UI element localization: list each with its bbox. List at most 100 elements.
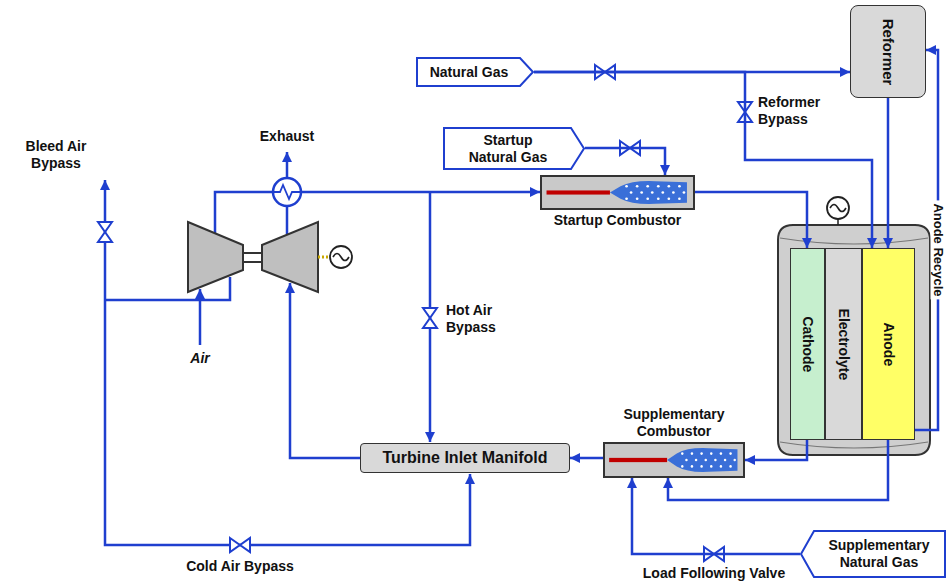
compressor-outlet-pipe — [215, 192, 273, 233]
igniter-bar — [547, 190, 610, 194]
flow-label: Air — [180, 350, 220, 367]
node-text: Electrolyte — [835, 308, 852, 380]
flow-connector — [570, 457, 603, 460]
flame-dot — [646, 185, 649, 187]
turbine-exhaust-pipe — [286, 206, 289, 234]
flame-dot — [657, 185, 660, 187]
flow-connector — [668, 440, 888, 500]
flame-dot — [667, 185, 670, 187]
turbine-symbol — [262, 222, 318, 292]
combustor-box: Startup Combustor — [540, 175, 695, 210]
cell-layer: Electrolyte — [825, 248, 862, 440]
flame-illustration — [542, 177, 693, 208]
text-block: Startup Combustor — [533, 212, 703, 229]
flame-dot — [729, 452, 731, 455]
flow-label: Exhaust — [247, 128, 327, 145]
fuel-cell-housing — [778, 225, 930, 455]
flame-dot — [729, 465, 731, 468]
valve-symbol — [98, 222, 112, 242]
shaft — [243, 261, 262, 263]
flame-dot — [636, 197, 639, 199]
flame-dot — [720, 452, 722, 455]
cell-layer: Cathode — [790, 248, 825, 440]
flame-dot — [700, 465, 702, 468]
flame-dot — [695, 459, 697, 462]
flame-dot — [681, 465, 683, 468]
compressor-symbol — [188, 222, 243, 292]
hot-air-pipe — [301, 191, 540, 194]
input-tag: Natural Gas — [416, 57, 534, 87]
flame-dot — [683, 191, 686, 193]
flame-dot — [672, 191, 675, 193]
heat-exchanger-symbol — [273, 178, 301, 206]
flow-connector — [745, 440, 807, 460]
flame-dot — [625, 197, 628, 199]
flame-dot — [733, 459, 735, 462]
flow-connector — [887, 98, 890, 248]
flame-dot — [710, 452, 712, 455]
flow-connector — [695, 192, 807, 248]
text-block: Anode — [880, 322, 897, 366]
flame-body — [667, 448, 737, 472]
flame-dot — [646, 197, 649, 199]
cold-air-bypass-pipe — [105, 300, 470, 545]
tag-shape — [417, 58, 533, 86]
flow-label: Load Following Valve — [629, 565, 799, 582]
node-text: Supplementary Combustor — [612, 406, 737, 440]
tag-shape — [444, 128, 584, 169]
node-text: Startup Natural Gas — [461, 132, 556, 166]
text-block: Reformer — [879, 18, 897, 85]
node-text: Cathode — [799, 316, 816, 372]
flame-dot — [678, 185, 681, 187]
flame-dot — [720, 465, 722, 468]
flame-dot — [681, 452, 683, 455]
flame-dot — [640, 191, 643, 193]
flame-body — [610, 181, 687, 204]
flame-dot — [691, 465, 693, 468]
flame-dot — [661, 191, 664, 193]
generator-symbol — [330, 246, 352, 268]
flow-connector — [632, 478, 800, 554]
text-block: Electrolyte — [835, 308, 852, 380]
node-text: Turbine Inlet Manifold — [382, 448, 547, 467]
input-tag: Supplementary Natural Gas — [800, 530, 946, 578]
node-text: Startup Combustor — [533, 212, 703, 229]
combustor-box: Supplementary Combustor — [603, 442, 745, 478]
flow-label: Cold Air Bypass — [170, 558, 310, 575]
heat-exchanger-zigzag — [274, 185, 300, 199]
text-block: Cathode — [799, 316, 816, 372]
flame-dot — [667, 197, 670, 199]
reformer-box: Reformer — [850, 5, 926, 98]
flame-dot — [630, 191, 633, 193]
exhaust-pipe — [286, 152, 289, 178]
text-block: Supplementary Combustor — [612, 406, 737, 440]
flame-dot — [724, 459, 726, 462]
flow-label: Bleed Air Bypass — [15, 138, 97, 172]
generator-shaft — [318, 256, 330, 259]
flame-illustration — [605, 444, 743, 476]
text-block: Startup Natural Gas — [461, 132, 556, 166]
flame-dot — [657, 197, 660, 199]
valve-symbol — [423, 308, 437, 328]
flame-dot — [685, 459, 687, 462]
flame-dot — [636, 185, 639, 187]
edge-label: Anode Recycle — [931, 200, 946, 299]
flame-dot — [704, 459, 706, 462]
flame-dot — [710, 465, 712, 468]
flame-dot — [651, 191, 654, 193]
flow-connector — [585, 148, 665, 175]
flame-dot — [625, 185, 628, 187]
generator-sine — [830, 205, 846, 212]
text-block: Supplementary Natural Gas — [824, 537, 934, 571]
node-text: Anode — [880, 322, 897, 366]
valve-symbol — [230, 538, 250, 552]
housing-rim — [780, 442, 928, 448]
turbine-inlet-pipe — [290, 283, 360, 458]
flame-dot — [691, 452, 693, 455]
manifold-box: Turbine Inlet Manifold — [360, 443, 570, 473]
generator-sine — [333, 254, 349, 261]
flow-label: Hot Air Bypass — [446, 302, 526, 336]
igniter-bar — [609, 458, 667, 462]
flame-dot — [714, 459, 716, 462]
